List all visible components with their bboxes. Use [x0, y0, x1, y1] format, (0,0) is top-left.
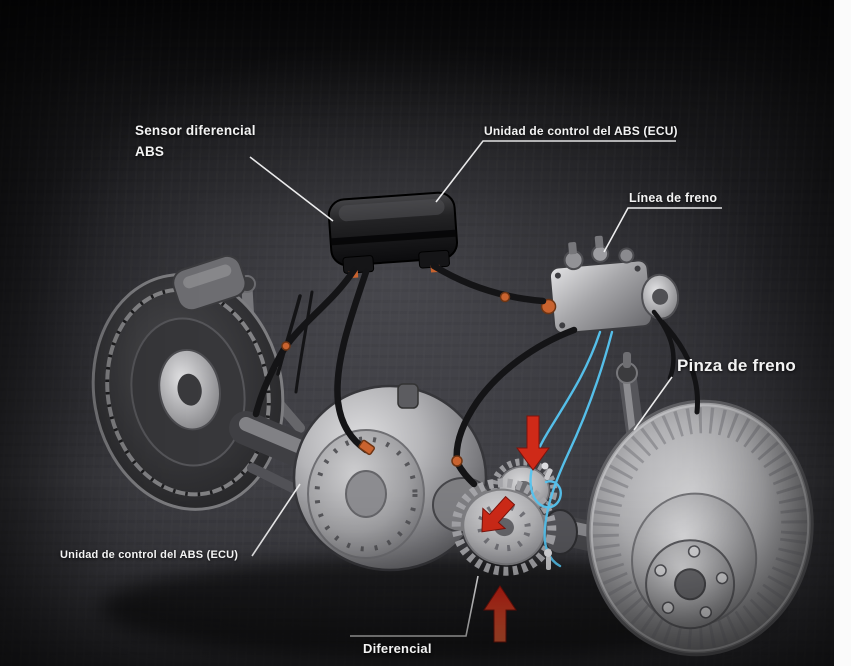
arrow-diagonal-icon [481, 495, 516, 533]
label-brake-line: Línea de freno [629, 191, 718, 205]
label-abs-differential-sensor-line2: ABS [135, 144, 165, 159]
leader-caliper [633, 376, 673, 431]
label-abs-differential-sensor-line1: Sensor diferencial [135, 123, 256, 138]
label-abs-ecu-top: Unidad de control del ABS (ECU) [484, 124, 678, 138]
leader-brake-line [603, 207, 722, 253]
leader-ecu-top [435, 140, 676, 203]
label-abs-ecu-bottom: Unidad de control del ABS (ECU) [60, 549, 239, 561]
left-brake-caliper [172, 254, 247, 312]
arrow-up-icon [483, 585, 517, 643]
label-abs-differential-sensor: Sensor diferencial ABS [135, 120, 256, 162]
rotation-arrows [481, 415, 550, 643]
leader-differential [350, 575, 479, 637]
hydraulic-lines-blue [529, 330, 614, 568]
right-brake-disc [586, 399, 814, 657]
label-leader-lines [249, 140, 722, 637]
arrow-down-icon [516, 415, 550, 471]
leader-sensor [249, 156, 334, 222]
left-brake-disc [91, 273, 285, 511]
leader-ecu-bottom [251, 483, 301, 557]
differential-breather [397, 383, 419, 409]
hose-fittings [281, 291, 511, 467]
abs-ecu-module [327, 191, 459, 279]
loose-bolts [541, 462, 553, 570]
page-margin-strip [834, 0, 851, 666]
label-brake-caliper: Pinza de freno [677, 356, 796, 375]
wheel-studs [654, 545, 729, 619]
label-differential: Diferencial [363, 641, 432, 656]
brake-valve-unit [540, 235, 680, 335]
